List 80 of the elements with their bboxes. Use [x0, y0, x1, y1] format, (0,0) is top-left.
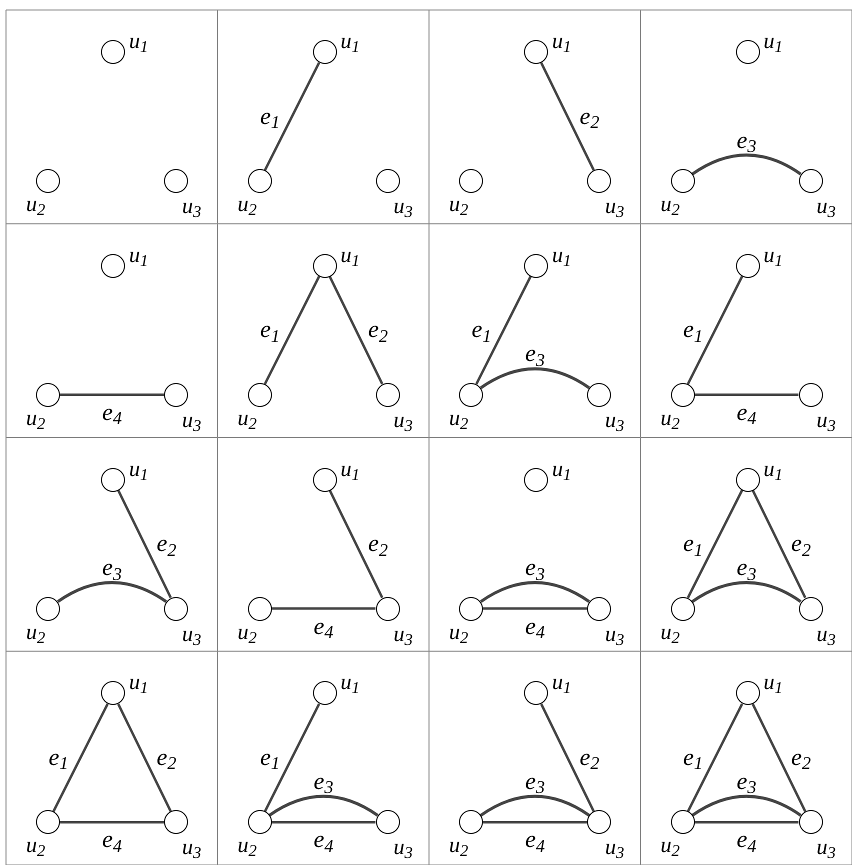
vertex-label: u$_{1}$ [764, 458, 783, 480]
vertex-label: u$_{1}$ [764, 244, 783, 266]
vertex-label: u$_{1}$ [552, 244, 572, 266]
edge-line [694, 821, 798, 824]
vertex-label: u$_{1}$ [764, 30, 783, 52]
vertex-label: u$_{2}$ [660, 834, 680, 856]
vertex-label: u$_{1}$ [552, 458, 572, 480]
edge-line [328, 490, 384, 598]
edge-line [264, 276, 320, 385]
vertex-label: u$_{2}$ [660, 193, 680, 215]
vertex-label: u$_{2}$ [26, 834, 46, 856]
vertex-label: u$_{3}$ [816, 836, 836, 858]
curved-edge [480, 794, 590, 817]
edge-line [694, 394, 798, 396]
vertex-label: u$_{2}$ [26, 620, 46, 642]
vertex-label: u$_{2}$ [660, 620, 680, 642]
vertex-label: u$_{1}$ [129, 458, 148, 480]
vertex-label: u$_{2}$ [26, 193, 46, 215]
vertex-label: u$_{3}$ [605, 622, 624, 644]
curved-edge [268, 794, 378, 817]
edge-line [686, 703, 744, 812]
vertex-label: u$_{3}$ [394, 408, 413, 431]
edge-line [686, 276, 744, 385]
vertex-label: u$_{3}$ [394, 195, 413, 217]
vertex-label: u$_{2}$ [449, 193, 468, 215]
edge-line [752, 703, 806, 812]
vertex-label: u$_{2}$ [238, 406, 257, 429]
edge-line [686, 490, 744, 598]
vertex-label: u$_{3}$ [605, 195, 624, 217]
edge-line [117, 490, 172, 598]
edge-line [752, 490, 806, 598]
edge-line [328, 276, 384, 385]
curved-edge [480, 367, 590, 390]
curved-edge [480, 581, 590, 603]
vertex-label: u$_{2}$ [238, 834, 257, 856]
vertex-label: u$_{1}$ [129, 30, 148, 52]
vertex-label: u$_{1}$ [129, 244, 148, 266]
vertex-label: u$_{1}$ [340, 30, 360, 52]
edge-line [540, 62, 595, 171]
edge-line [52, 703, 109, 812]
vertex-label: u$_{3}$ [182, 195, 202, 217]
edge-line [60, 821, 164, 824]
vertex-label: u$_{3}$ [605, 408, 624, 431]
edge-line [540, 703, 595, 812]
curved-edge [692, 154, 802, 176]
edge-line [475, 276, 532, 385]
vertex-label: u$_{3}$ [816, 195, 836, 217]
vertex-label: u$_{1}$ [764, 671, 783, 694]
vertex-label: u$_{2}$ [660, 406, 680, 429]
edge-line [117, 703, 172, 812]
edge-line [60, 394, 164, 396]
vertex-label: u$_{2}$ [26, 406, 46, 429]
vertex-label: u$_{3}$ [394, 622, 413, 644]
vertex-label: u$_{2}$ [238, 620, 257, 642]
vertex-label: u$_{3}$ [182, 622, 202, 644]
vertex-label: u$_{3}$ [605, 836, 624, 858]
vertex-label: u$_{3}$ [182, 408, 202, 431]
edge-line [272, 821, 376, 824]
vertex-label: u$_{2}$ [449, 620, 468, 642]
vertex-label: u$_{3}$ [394, 836, 413, 858]
vertex-label: u$_{1}$ [552, 30, 572, 52]
curved-edge [692, 794, 802, 817]
edge-line [483, 821, 587, 824]
vertex-label: u$_{1}$ [552, 671, 572, 694]
edge-line [264, 703, 320, 812]
edge-line [483, 607, 587, 610]
vertex-label: u$_{2}$ [449, 834, 468, 856]
vertex-label: u$_{3}$ [816, 408, 836, 431]
curved-edge [57, 581, 167, 603]
edge-line [272, 607, 376, 610]
vertex-label: u$_{1}$ [340, 244, 360, 266]
vertex-label: u$_{2}$ [238, 193, 257, 215]
curved-edge [692, 581, 802, 603]
vertex-label: u$_{3}$ [816, 622, 836, 644]
vertex-label: u$_{3}$ [182, 836, 202, 858]
edge-line [264, 62, 320, 171]
vertex-label: u$_{2}$ [449, 406, 468, 429]
vertex-label: u$_{1}$ [129, 671, 148, 694]
vertex-label: u$_{1}$ [340, 671, 360, 694]
vertex-label: u$_{1}$ [340, 458, 360, 480]
